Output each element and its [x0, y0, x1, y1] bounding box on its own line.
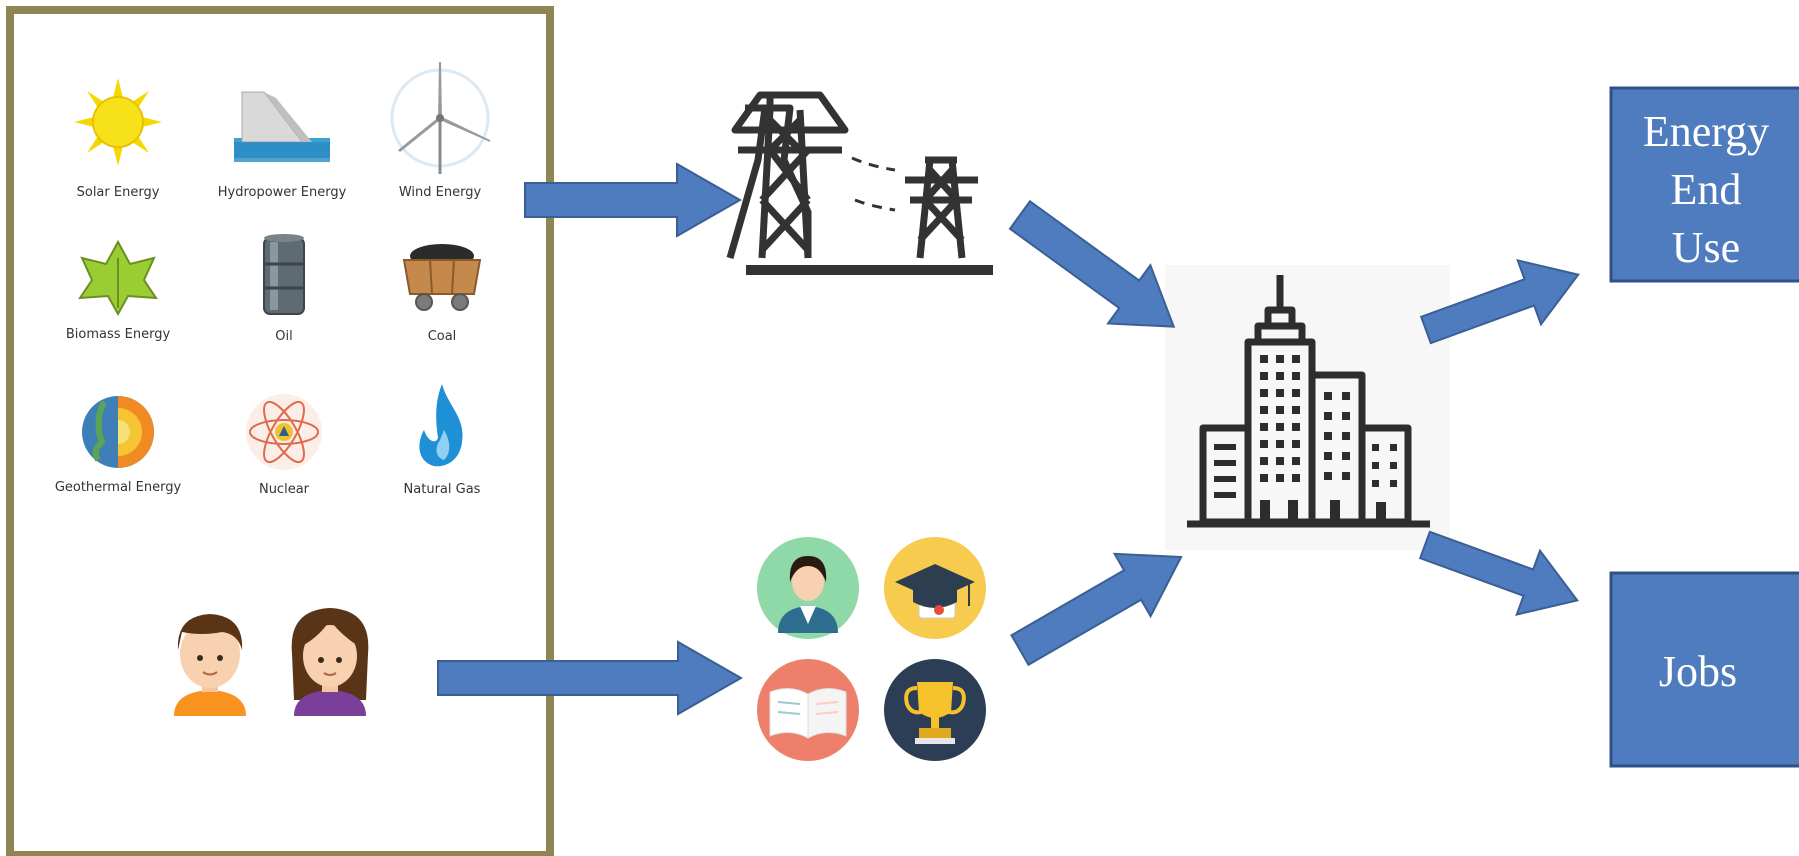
arrow-education-to-city — [1010, 552, 1183, 667]
girl-avatar-icon — [291, 608, 369, 716]
jobs-box: Jobs — [1609, 571, 1799, 768]
source-label-oil: Oil — [275, 329, 292, 344]
boy-avatar-icon — [174, 614, 246, 716]
oil-barrel-icon — [263, 234, 305, 315]
earth-core-icon — [82, 396, 154, 468]
power-pylon-icon — [726, 91, 993, 275]
source-label-hydro: Hydropower Energy — [218, 185, 347, 200]
teacher-icon — [757, 537, 859, 639]
flow-arrows — [437, 162, 1580, 716]
jobs-label: Jobs — [1659, 647, 1737, 696]
source-label-wind: Wind Energy — [399, 185, 482, 200]
graduation-cap-icon — [884, 537, 986, 639]
source-label-nuclear: Nuclear — [259, 482, 310, 497]
arrow-people-to-education — [437, 640, 744, 716]
trophy-icon — [884, 659, 986, 761]
source-label-natural-gas: Natural Gas — [404, 482, 481, 497]
source-label-coal: Coal — [428, 329, 457, 344]
source-label-solar: Solar Energy — [77, 185, 160, 200]
energy-end-use-box: Energy End Use — [1609, 86, 1799, 283]
source-label-biomass: Biomass Energy — [66, 327, 171, 342]
sun-icon — [74, 78, 162, 166]
coal-cart-icon — [402, 244, 482, 311]
gas-flame-icon — [419, 384, 463, 467]
city-backdrop — [1165, 265, 1450, 550]
energy-end-use-line-1: Energy — [1643, 107, 1769, 156]
arrow-transmission-to-city — [1008, 199, 1176, 328]
arrow-city-to-jobs — [1418, 530, 1579, 616]
energy-end-use-line-3: Use — [1672, 223, 1740, 272]
arrow-city-to-energy-end-use — [1419, 259, 1580, 345]
wind-turbine-icon — [390, 62, 490, 174]
dam-icon — [234, 91, 330, 162]
energy-end-use-line-2: End — [1671, 165, 1742, 214]
source-label-geothermal: Geothermal Energy — [55, 480, 182, 495]
leaf-icon — [78, 239, 158, 317]
city-windows — [1214, 355, 1397, 522]
book-icon — [757, 659, 859, 761]
atom-icon — [246, 394, 322, 470]
arrow-sources-to-transmission — [524, 162, 743, 238]
